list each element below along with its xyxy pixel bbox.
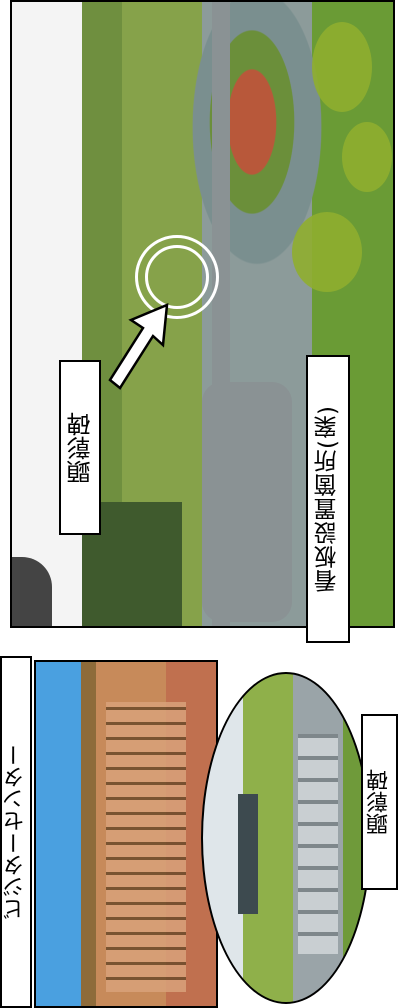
tree	[342, 122, 392, 192]
monument-label-bottom-text: 顕彰碑	[366, 769, 392, 835]
signboard-location-label: 看板設置箇所(案)	[306, 355, 350, 643]
railing	[12, 557, 52, 626]
monument-label-top-text: 顕彰碑	[66, 411, 95, 484]
target-ring-inner	[145, 245, 209, 309]
visitor-center-photo	[34, 660, 218, 1008]
arrow-icon	[108, 303, 169, 390]
monument-photo	[201, 672, 371, 1004]
road-parking	[202, 382, 292, 622]
monument-label-bottom: 顕彰碑	[361, 714, 398, 890]
signboard-location-text: 看板設置箇所(案)	[315, 405, 341, 593]
tree	[312, 22, 372, 112]
building-windows	[106, 702, 186, 992]
monument-label-top: 顕彰碑	[59, 360, 101, 535]
target-ring-outer	[135, 235, 219, 319]
tree	[292, 212, 362, 292]
stone-markers	[298, 734, 338, 954]
monument-pillar	[238, 794, 258, 914]
visitor-center-text: ビジターセンター	[3, 744, 28, 920]
visitor-center-label: ビジターセンター	[0, 656, 32, 1008]
